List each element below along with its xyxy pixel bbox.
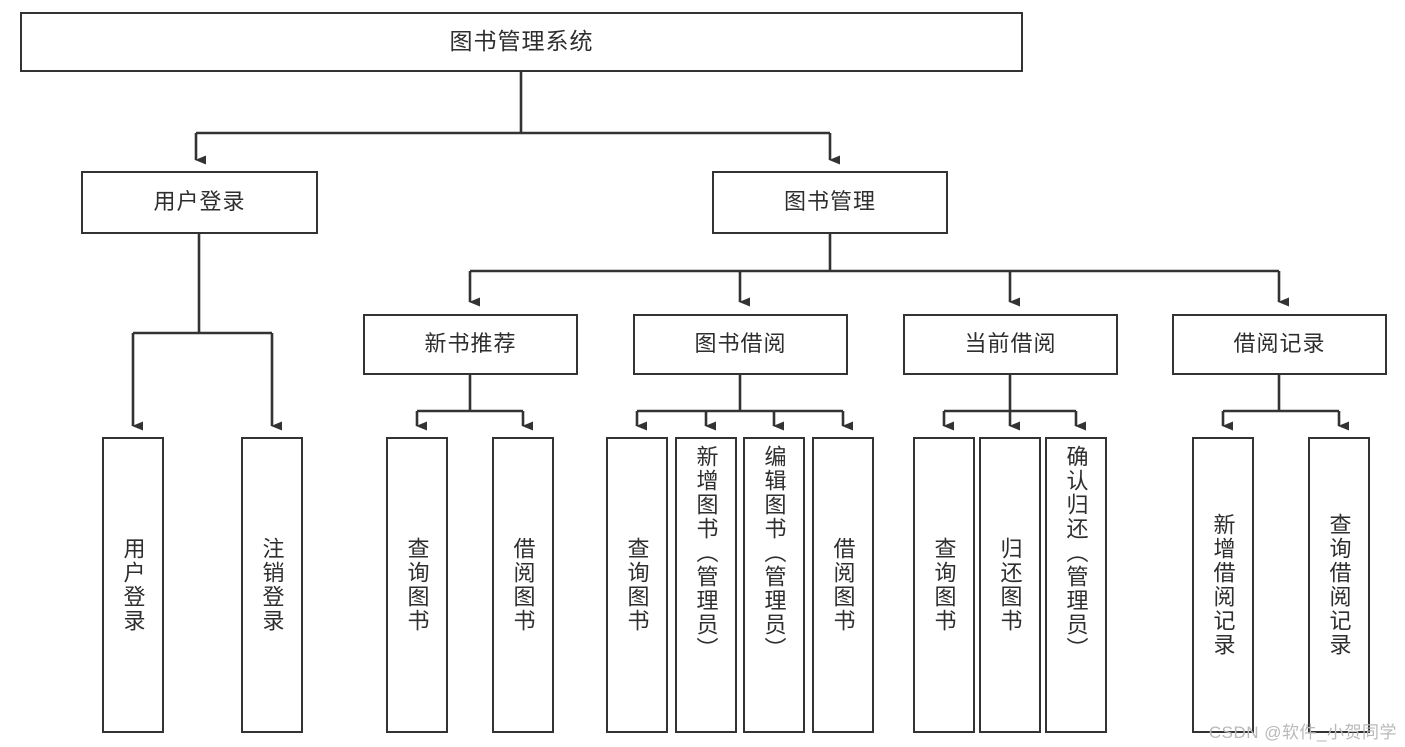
node-borrow-record[interactable]: 借阅记录 — [1172, 314, 1387, 375]
leaf-label: 借阅图书 — [830, 537, 856, 633]
leaf-label: 借阅图书 — [510, 537, 536, 633]
node-label: 借阅记录 — [1233, 331, 1326, 357]
node-new-book-recommend[interactable]: 新书推荐 — [363, 314, 578, 375]
leaf-user-login[interactable]: 用户登录 — [102, 437, 164, 733]
leaf-query-book-current[interactable]: 查询图书 — [913, 437, 975, 733]
node-book-management[interactable]: 图书管理 — [712, 171, 948, 234]
leaf-edit-book-admin[interactable]: 编辑图书（管理员） — [743, 437, 805, 733]
leaf-borrow-book-recommend[interactable]: 借阅图书 — [492, 437, 554, 733]
leaf-label: 查询图书 — [624, 537, 650, 633]
node-label: 图书借阅 — [694, 331, 787, 357]
leaf-label: 确认归还（管理员） — [1063, 445, 1089, 661]
leaf-borrow-book[interactable]: 借阅图书 — [812, 437, 874, 733]
leaf-query-borrow-record[interactable]: 查询借阅记录 — [1308, 437, 1370, 733]
node-current-borrow[interactable]: 当前借阅 — [903, 314, 1118, 375]
watermark-text: CSDN @软件_小贺同学 — [1208, 723, 1397, 742]
leaf-return-book[interactable]: 归还图书 — [979, 437, 1041, 733]
node-label: 图书管理 — [783, 189, 876, 215]
leaf-query-book-borrow[interactable]: 查询图书 — [606, 437, 668, 733]
node-book-borrow[interactable]: 图书借阅 — [633, 314, 848, 375]
node-label: 新书推荐 — [424, 331, 517, 357]
leaf-logout-login[interactable]: 注销登录 — [241, 437, 303, 733]
node-label: 图书管理系统 — [449, 28, 594, 55]
leaf-label: 用户登录 — [120, 537, 146, 633]
leaf-add-borrow-record[interactable]: 新增借阅记录 — [1192, 437, 1254, 733]
node-user-login[interactable]: 用户登录 — [81, 171, 318, 234]
node-label: 当前借阅 — [964, 331, 1057, 357]
leaf-label: 编辑图书（管理员） — [761, 445, 787, 661]
leaf-label: 新增借阅记录 — [1210, 513, 1236, 657]
leaf-query-book-recommend[interactable]: 查询图书 — [386, 437, 448, 733]
leaf-label: 归还图书 — [997, 537, 1023, 633]
node-root-system[interactable]: 图书管理系统 — [20, 12, 1023, 72]
leaf-label: 查询借阅记录 — [1326, 513, 1352, 657]
node-label: 用户登录 — [153, 189, 246, 215]
leaf-label: 新增图书（管理员） — [693, 445, 719, 661]
leaf-confirm-return-admin[interactable]: 确认归还（管理员） — [1045, 437, 1107, 733]
leaf-add-book-admin[interactable]: 新增图书（管理员） — [675, 437, 737, 733]
leaf-label: 查询图书 — [404, 537, 430, 633]
leaf-label: 注销登录 — [259, 537, 285, 633]
leaf-label: 查询图书 — [931, 537, 957, 633]
